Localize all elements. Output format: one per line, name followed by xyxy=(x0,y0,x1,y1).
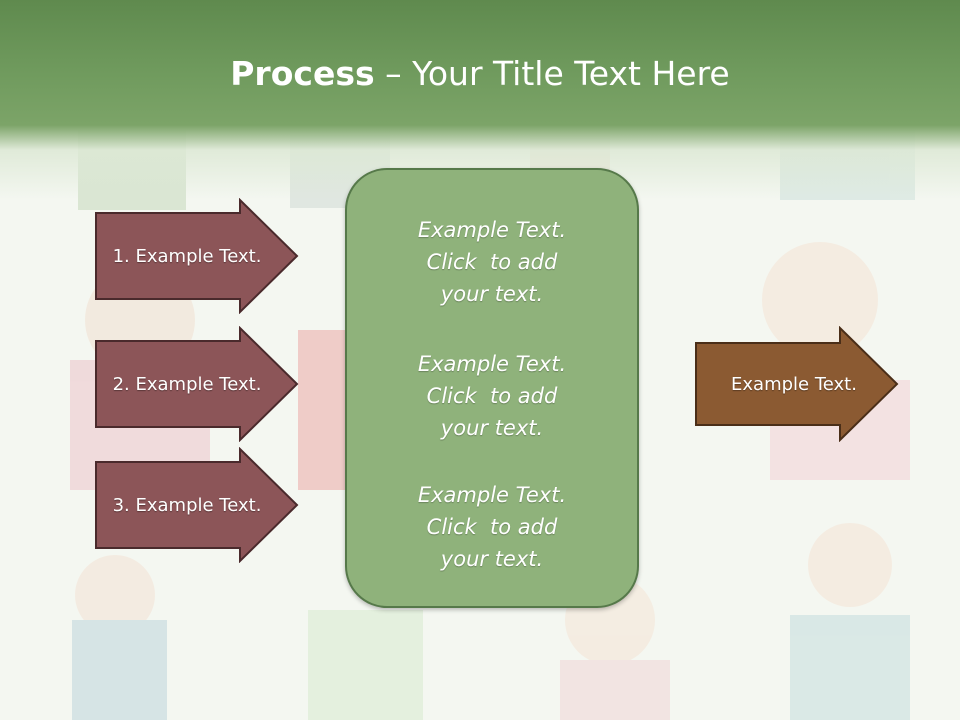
panel-line: Click to add xyxy=(426,384,558,408)
title-text: – Your Title Text Here xyxy=(374,54,730,93)
step-label: 1. Example Text. xyxy=(112,245,262,267)
step-arrow-3[interactable]: 3. Example Text. xyxy=(94,446,300,564)
panel-line: Click to add xyxy=(426,515,558,539)
arrow-shape xyxy=(95,197,299,315)
panel-line: Example Text. xyxy=(417,218,567,242)
panel-line: your text. xyxy=(440,282,544,306)
step-label: 2. Example Text. xyxy=(112,373,262,395)
step-arrow-1[interactable]: 1. Example Text. xyxy=(94,197,300,315)
panel-line: Click to add xyxy=(426,250,558,274)
panel-line: Example Text. xyxy=(417,483,567,507)
arrow-shape xyxy=(695,325,899,443)
panel-text-block-3[interactable]: Example Text. Click to add your text. xyxy=(347,479,637,575)
center-text-panel[interactable]: Example Text. Click to add your text. Ex… xyxy=(345,168,639,608)
slide-title[interactable]: Process – Your Title Text Here xyxy=(0,52,960,96)
panel-line: your text. xyxy=(440,416,544,440)
panel-line: Example Text. xyxy=(417,352,567,376)
title-bold: Process xyxy=(230,54,375,93)
title-bar xyxy=(0,0,960,200)
panel-text-block-2[interactable]: Example Text. Click to add your text. xyxy=(347,348,637,444)
arrow-shape xyxy=(95,446,299,564)
step-label: 3. Example Text. xyxy=(112,494,262,516)
result-arrow[interactable]: Example Text. xyxy=(694,325,900,443)
arrow-shape xyxy=(95,325,299,443)
step-arrow-2[interactable]: 2. Example Text. xyxy=(94,325,300,443)
result-label: Example Text. xyxy=(731,373,857,395)
panel-line: your text. xyxy=(440,547,544,571)
panel-text-block-1[interactable]: Example Text. Click to add your text. xyxy=(347,214,637,310)
